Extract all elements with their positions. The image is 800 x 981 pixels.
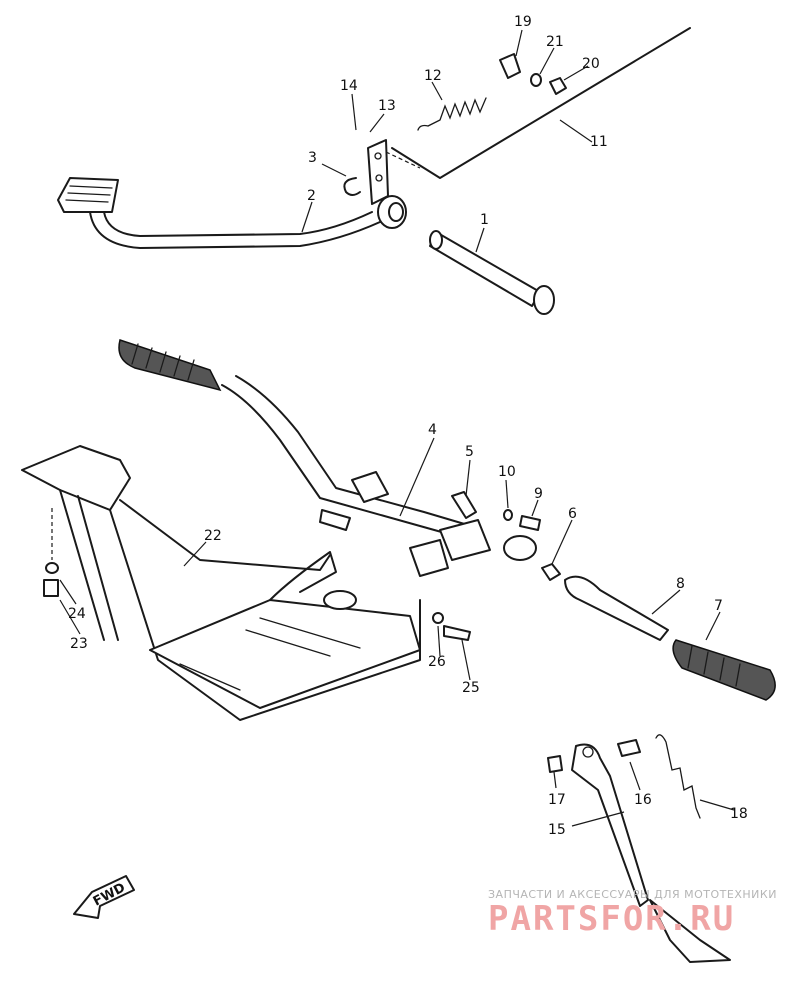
callout-20: 20 (582, 56, 600, 72)
callout-4: 4 (428, 422, 437, 438)
callout-2: 2 (307, 188, 316, 204)
callout-13: 13 (378, 98, 396, 114)
callout-14: 14 (340, 78, 358, 94)
callout-10: 10 (498, 464, 516, 480)
callout-16: 16 (634, 792, 652, 808)
callout-leaders (59, 29, 735, 827)
callout-6: 6 (568, 506, 577, 522)
callout-3: 3 (308, 150, 317, 166)
callout-22: 22 (204, 528, 222, 544)
callout-7: 7 (714, 598, 723, 614)
callout-18: 18 (730, 806, 748, 822)
frame-skid-plate (21, 445, 471, 721)
watermark-tagline: ЗАПЧАСТИ И АКСЕССУАРЫ ДЛЯ МОТОТЕХНИКИ (488, 888, 777, 901)
callout-5: 5 (465, 444, 474, 460)
callout-labels: 1 2 3 4 5 6 7 8 9 10 11 12 13 14 15 16 1… (68, 14, 748, 838)
callout-19: 19 (514, 14, 532, 30)
callout-12: 12 (424, 68, 442, 84)
callout-23: 23 (70, 636, 88, 652)
callout-9: 9 (534, 486, 543, 502)
callout-11: 11 (590, 134, 608, 150)
callout-26: 26 (428, 654, 446, 670)
callout-25: 25 (462, 680, 480, 696)
brake-pedal-assembly (57, 27, 691, 315)
side-stand-assembly (547, 734, 731, 963)
callout-17: 17 (548, 792, 566, 808)
watermark-brand: PARTSFOR.RU (488, 899, 735, 939)
callout-8: 8 (676, 576, 685, 592)
forward-direction-arrow: FWD (73, 875, 135, 919)
footrest-bar-assembly (118, 339, 776, 701)
callout-21: 21 (546, 34, 564, 50)
callout-1: 1 (480, 212, 489, 228)
callout-15: 15 (548, 822, 566, 838)
watermark: ЗАПЧАСТИ И АКСЕССУАРЫ ДЛЯ МОТОТЕХНИКИ PA… (488, 888, 777, 939)
callout-24: 24 (68, 606, 86, 622)
